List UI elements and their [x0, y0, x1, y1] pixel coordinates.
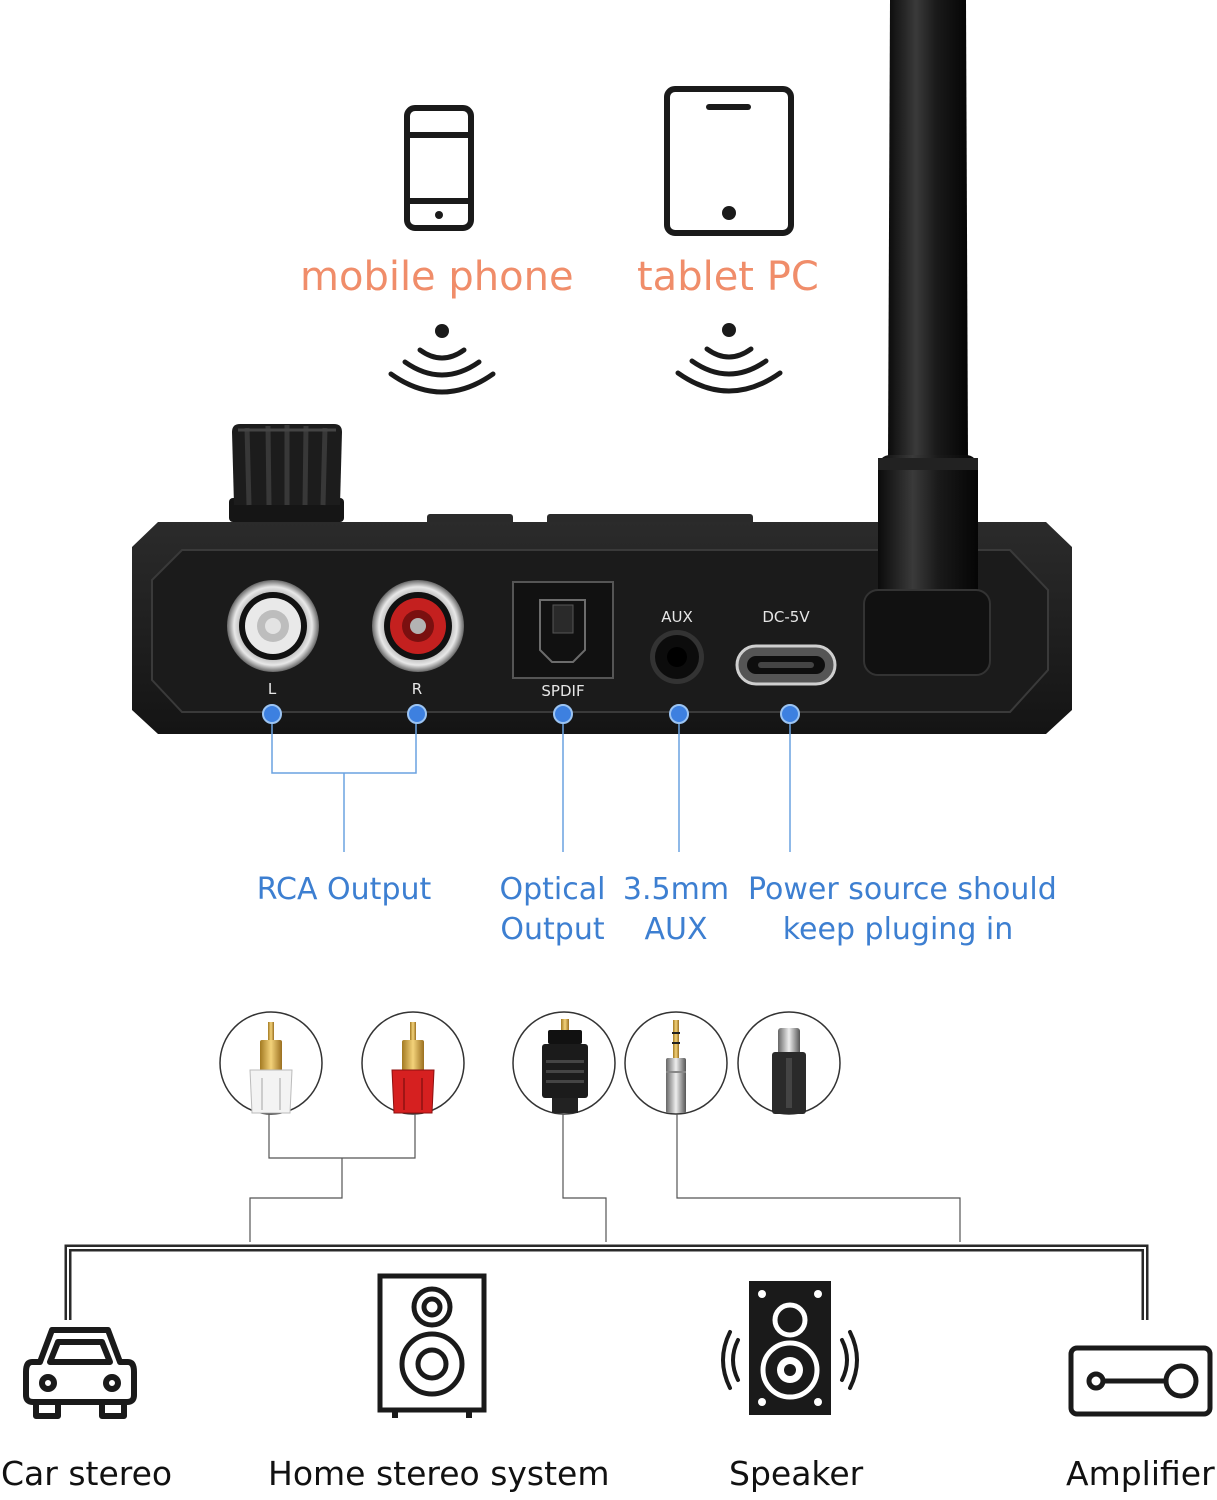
speaker-icon [721, 1281, 859, 1415]
callout-aux-line2: AUX [644, 912, 708, 947]
aux-jack [650, 630, 704, 684]
callout-power-line2: keep pluging in [782, 912, 1014, 947]
wireless-signal-icon [388, 324, 496, 395]
callout-aux-line1: 3.5mm [622, 872, 730, 907]
callout-lines [271, 714, 791, 852]
output-label-speaker: Speaker [729, 1454, 864, 1493]
callout-optical-output: Optical Output [490, 870, 615, 950]
home-stereo-icon [377, 1273, 487, 1418]
rca-red-plug-icon [361, 1011, 465, 1115]
tablet-icon [664, 86, 794, 236]
callout-optical-line2: Output [500, 912, 605, 947]
callout-aux: 3.5mm AUX [620, 870, 732, 950]
port-label-left: L [267, 680, 277, 698]
port-label-right: R [411, 680, 423, 698]
amplifier-icon [1068, 1345, 1213, 1417]
port-label-aux: AUX [661, 608, 693, 626]
wireless-signal-icon [675, 323, 783, 394]
mobile-phone-icon [404, 105, 474, 231]
output-label-car-stereo: Car stereo [1, 1454, 173, 1493]
rca-left-jack [227, 580, 319, 672]
car-icon [23, 1327, 137, 1419]
source-label-mobile-phone: mobile phone [300, 254, 574, 300]
optical-plug-icon [512, 1011, 616, 1115]
antenna [863, 0, 991, 676]
aux-35mm-plug-icon [624, 1011, 728, 1115]
callout-optical-line1: Optical [499, 872, 606, 907]
volume-knob [229, 424, 344, 522]
source-label-tablet: tablet PC [637, 254, 819, 300]
port-label-dc5v: DC-5V [762, 608, 810, 626]
output-label-amplifier: Amplifier [1066, 1454, 1215, 1493]
callout-rca-output: RCA Output [256, 872, 432, 907]
port-label-spdif: SPDIF [541, 682, 585, 700]
usb-c-port [735, 644, 837, 686]
callout-dots [262, 704, 800, 724]
rca-white-plug-icon [219, 1011, 323, 1115]
callout-power: Power source should keep pluging in [748, 870, 1057, 950]
rca-right-jack [372, 580, 464, 672]
connector-lines [249, 1114, 961, 1242]
output-label-home-stereo: Home stereo system [268, 1454, 610, 1493]
output-bus [64, 1244, 1149, 1320]
optical-port [512, 581, 614, 679]
usb-c-plug-icon [737, 1011, 841, 1115]
callout-power-line1: Power source should [748, 872, 1057, 907]
